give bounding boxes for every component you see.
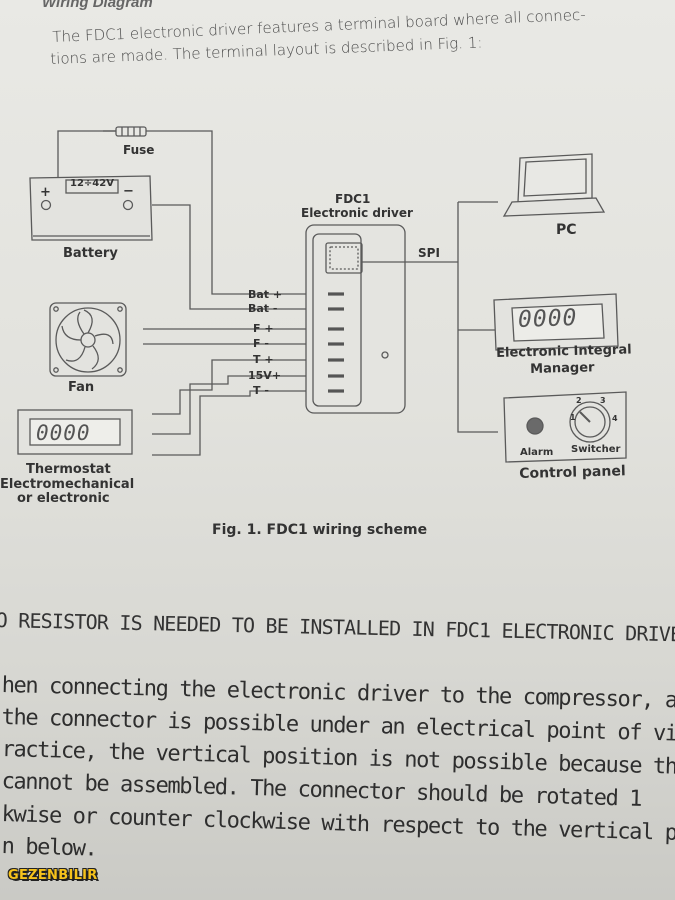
thermostat-display: 0000 [36, 421, 91, 445]
switcher-label: Switcher [571, 444, 621, 455]
terminal-label: 15V+ [248, 369, 282, 382]
driver-title-1: FDC1 [335, 192, 371, 206]
pc-icon [502, 153, 606, 217]
thermostat-label-3: or electronic [17, 491, 110, 506]
body-line: n below. [1, 834, 97, 862]
thermostat-label-1: Thermostat [26, 462, 111, 477]
dial-mark: 2 [576, 396, 582, 405]
terminal-label: T + [253, 353, 274, 366]
dial-mark: 4 [612, 414, 618, 423]
thermostat-icon [17, 409, 133, 455]
fdc1-driver-icon [305, 224, 406, 414]
driver-title-2: Electronic driver [301, 206, 413, 220]
control-panel-label: Control panel [519, 463, 626, 482]
wiring-diagram [17, 126, 627, 463]
spi-label: SPI [418, 246, 440, 260]
thermostat-label-2: Electromechanical [0, 477, 135, 492]
eim-display: 0000 [517, 304, 578, 334]
terminal-label: Bat + [248, 288, 283, 301]
battery-plus-label: + [40, 185, 51, 200]
section-heading: Wiring Diagram [42, 0, 153, 11]
battery-label: Battery [63, 246, 118, 261]
terminal-label: F - [253, 337, 269, 350]
fan-label: Fan [68, 380, 95, 395]
dial-mark: 1 [570, 413, 576, 422]
fuse-label: Fuse [123, 143, 155, 157]
watermark-logo: GEZENBILIR [8, 868, 98, 883]
terminal-label: T - [253, 384, 269, 397]
fan-icon [49, 302, 127, 377]
electronic-integral-manager-icon [493, 293, 619, 351]
terminal-label: Bat - [248, 302, 278, 315]
battery-voltage-label: 12÷42V [70, 178, 114, 189]
pc-label: PC [556, 222, 577, 238]
battery-minus-label: − [123, 184, 134, 199]
alarm-label: Alarm [520, 447, 554, 458]
terminal-label: F + [253, 322, 274, 335]
control-panel-icon [503, 391, 627, 463]
resistor-notice: O RESISTOR IS NEEDED TO BE INSTALLED IN … [0, 608, 675, 647]
figure-caption: Fig. 1. FDC1 wiring scheme [212, 522, 428, 538]
dial-mark: 3 [600, 396, 606, 405]
battery-icon [29, 175, 153, 241]
eim-label-2: Manager [530, 360, 595, 377]
